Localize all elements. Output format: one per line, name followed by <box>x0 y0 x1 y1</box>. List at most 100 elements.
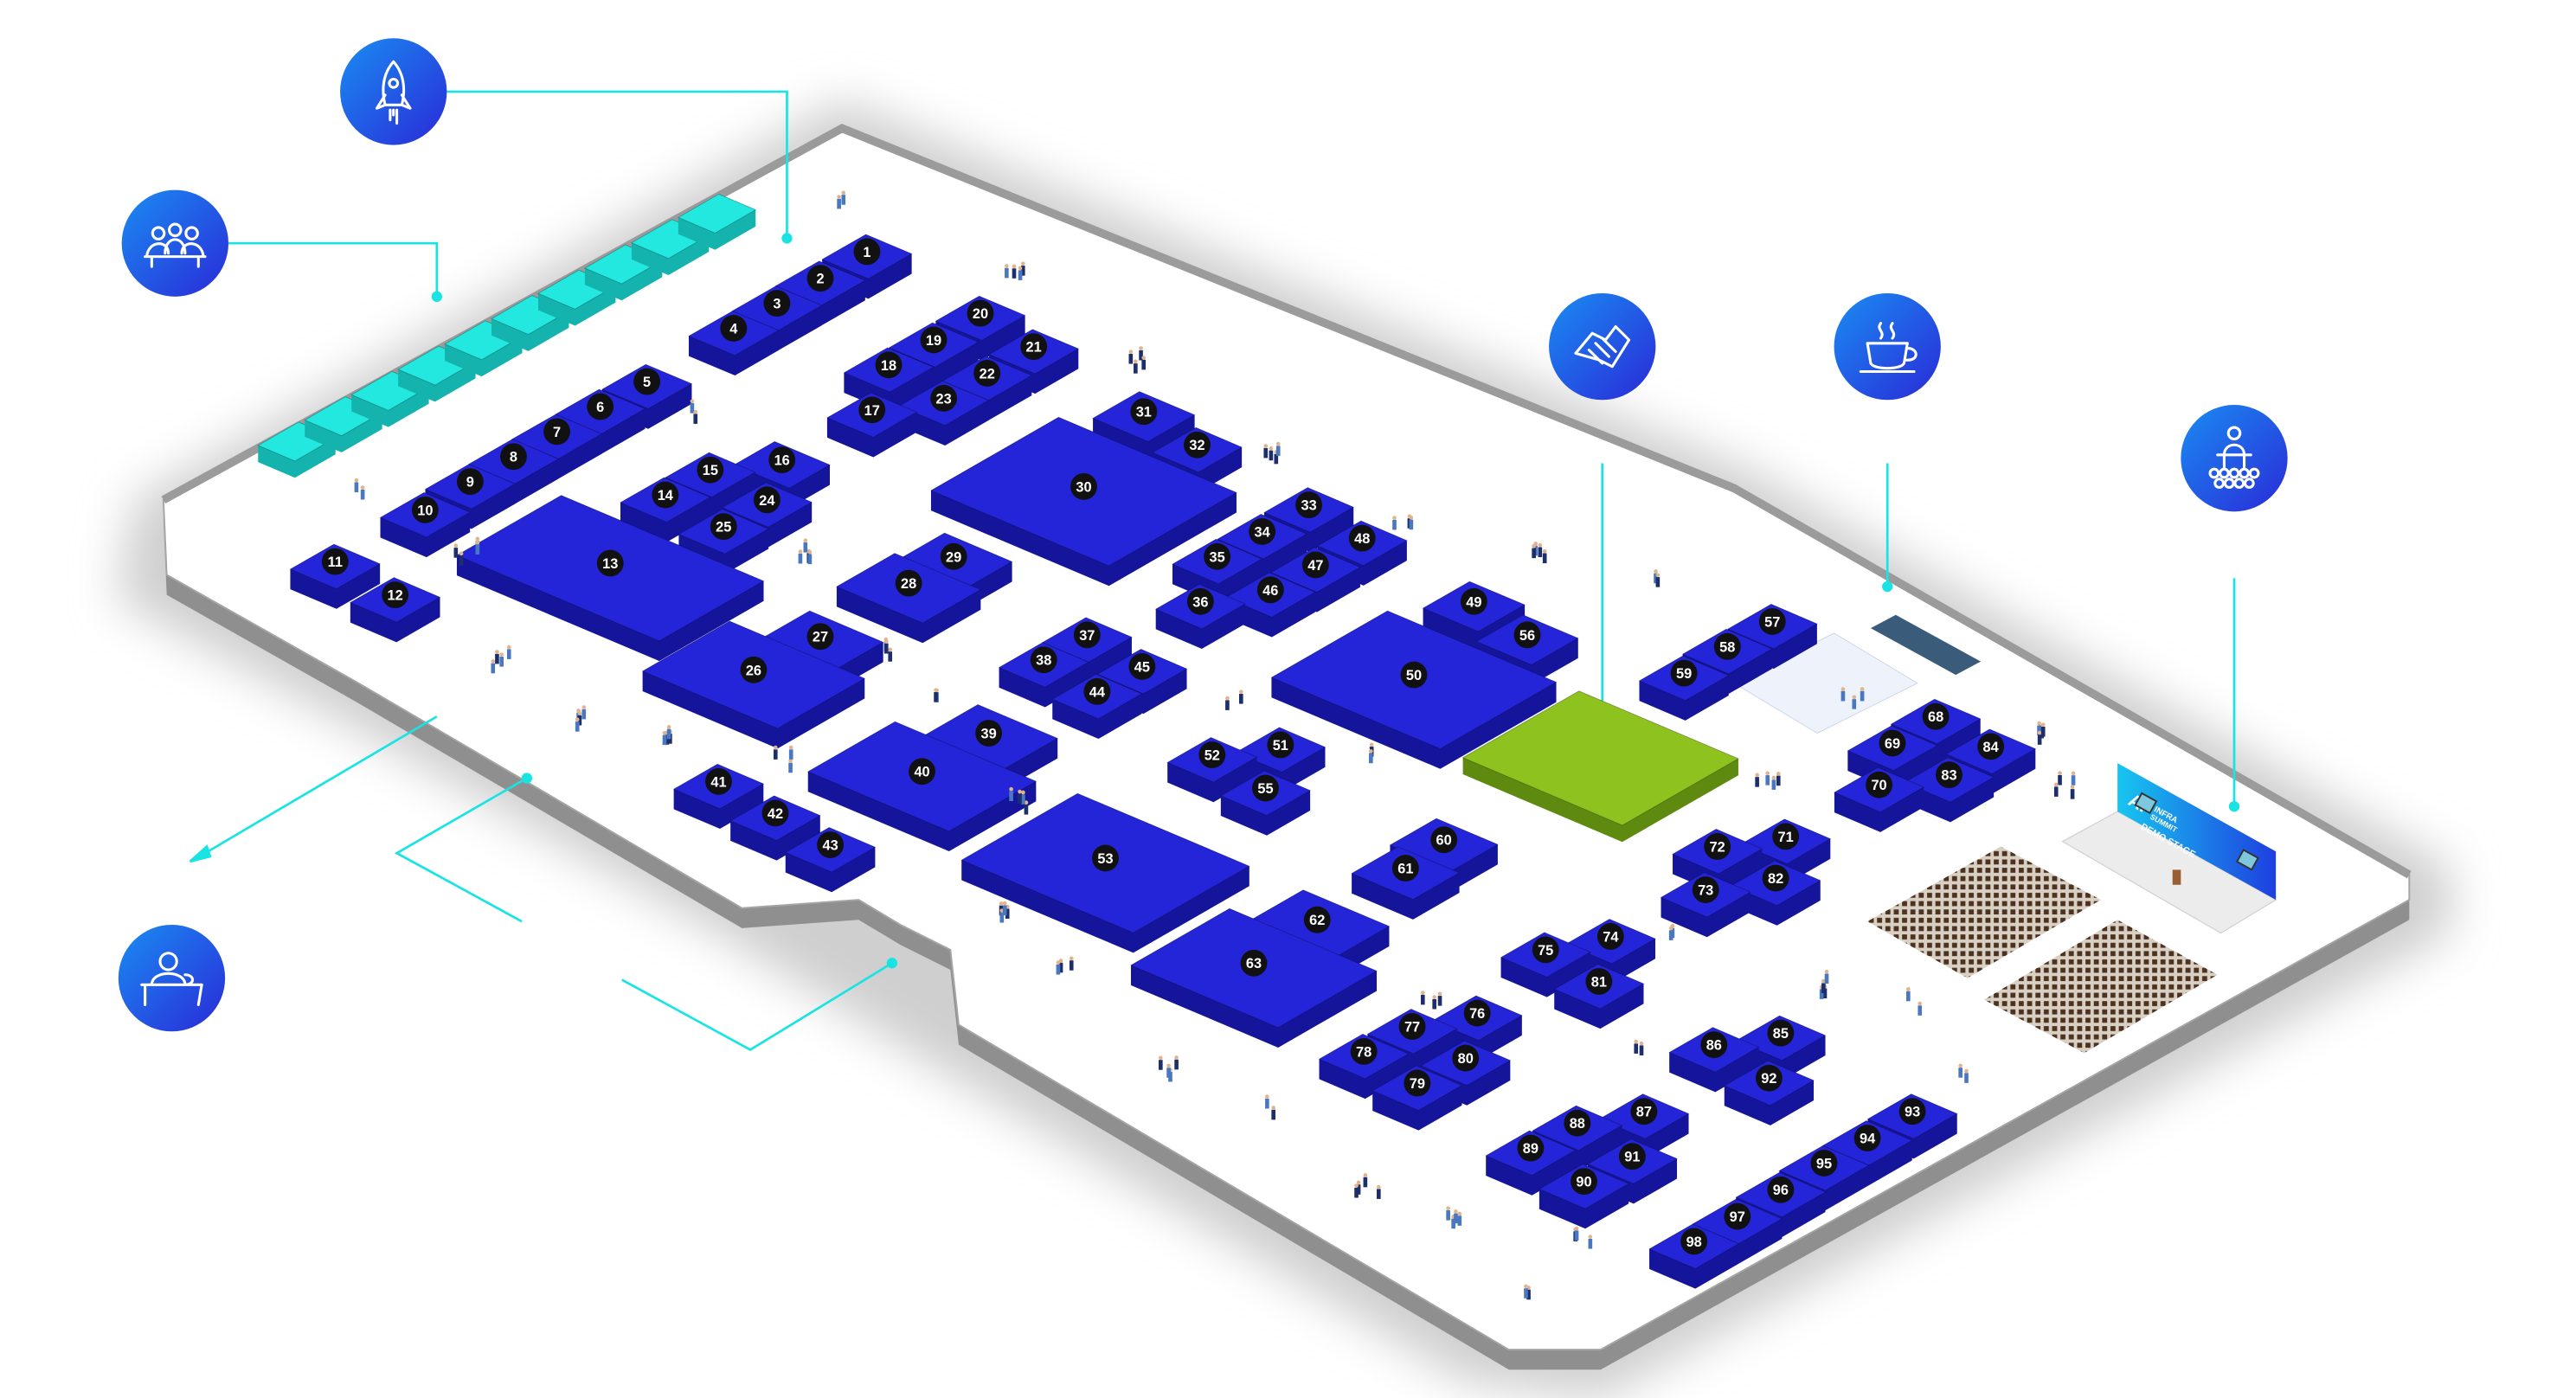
booth-12[interactable]: 12 <box>349 577 441 643</box>
handshake-marker[interactable] <box>1549 292 1656 401</box>
coffee-cup-marker[interactable] <box>1834 292 1941 401</box>
booth-63[interactable]: 63 <box>1129 907 1378 1048</box>
booth-number-badge <box>1128 653 1156 680</box>
booth-73[interactable]: 73 <box>1660 871 1751 938</box>
booth-5[interactable]: 5 <box>601 363 693 429</box>
booth-13[interactable]: 13 <box>455 495 765 662</box>
booth-number-badge <box>1532 936 1559 964</box>
booth-30[interactable]: 30 <box>929 416 1238 587</box>
booth-number: 63 <box>1246 956 1262 972</box>
attendee-figure <box>1409 516 1414 530</box>
booth-72[interactable]: 72 <box>1671 828 1763 895</box>
booth-number: 47 <box>1307 558 1323 574</box>
booth-82[interactable]: 82 <box>1730 860 1821 926</box>
demo-stage[interactable]: AI INFRA SUMMIT DEMO STAGE <box>2061 763 2277 934</box>
booth-89[interactable]: 89 <box>1485 1130 1577 1196</box>
booth-number-badge <box>817 831 844 858</box>
booth-55[interactable]: 55 <box>1219 770 1312 836</box>
booth-52[interactable]: 52 <box>1166 736 1258 803</box>
booth-86[interactable]: 86 <box>1668 1027 1760 1093</box>
attendee-figure <box>1655 573 1661 587</box>
booth-14[interactable]: 14 <box>619 477 711 542</box>
attendee-figure <box>1174 1055 1179 1070</box>
booth-28[interactable]: 28 <box>835 553 982 644</box>
booth-number-badge <box>1755 1064 1783 1092</box>
booth-77[interactable]: 77 <box>1366 1008 1458 1074</box>
booth-44[interactable]: 44 <box>1051 673 1143 740</box>
booth-number-badge <box>806 265 834 292</box>
booth-number-badge <box>1073 621 1101 649</box>
booth-number: 9 <box>466 475 474 491</box>
booth-79[interactable]: 79 <box>1372 1065 1463 1131</box>
booth-46[interactable]: 46 <box>1224 572 1316 638</box>
booth-number-badge <box>1240 949 1268 977</box>
booth-number-badge <box>1936 761 1963 789</box>
booth-41[interactable]: 41 <box>672 763 765 830</box>
booth-59[interactable]: 59 <box>1638 655 1730 721</box>
meeting-people-marker[interactable] <box>121 189 228 297</box>
booth-26[interactable]: 26 <box>641 620 866 749</box>
booth-10[interactable]: 10 <box>379 491 472 558</box>
meeting-room[interactable] <box>677 193 757 250</box>
registration-desk-marker[interactable] <box>118 924 226 1032</box>
booth-36[interactable]: 36 <box>1154 583 1247 650</box>
booth-4[interactable]: 4 <box>687 311 780 375</box>
attendee-figure <box>798 549 803 564</box>
booth-number: 70 <box>1871 778 1886 793</box>
booth-number-badge <box>1430 826 1458 854</box>
booth-98[interactable]: 98 <box>1648 1223 1740 1289</box>
attendee-figure <box>883 639 889 654</box>
booth-83[interactable]: 83 <box>1903 757 1995 823</box>
attendee-figure <box>1069 956 1074 971</box>
booth-number-badge <box>1585 968 1613 995</box>
registration-desk-icon <box>140 952 203 1006</box>
booth-90[interactable]: 90 <box>1538 1164 1630 1229</box>
booth-number: 91 <box>1624 1150 1640 1165</box>
booth-61[interactable]: 61 <box>1351 846 1461 920</box>
speaker-audience-marker[interactable] <box>2181 405 2288 512</box>
booth-92[interactable]: 92 <box>1723 1060 1815 1125</box>
attendee-figure <box>934 688 938 702</box>
booth-75[interactable]: 75 <box>1500 932 1591 997</box>
booth-number-badge <box>1350 1037 1378 1065</box>
attendee-figure <box>1588 1234 1593 1249</box>
feature-area[interactable] <box>1461 690 1740 843</box>
booth-17[interactable]: 17 <box>825 392 918 458</box>
booth-number: 11 <box>328 555 343 570</box>
booth-40[interactable]: 40 <box>806 721 1037 852</box>
booth-number-badge <box>1092 844 1119 872</box>
booth-70[interactable]: 70 <box>1833 766 1925 832</box>
booth-57[interactable]: 57 <box>1726 603 1818 670</box>
attendee-figure <box>1363 1173 1368 1188</box>
booth-number-badge <box>1680 1228 1708 1255</box>
booth-23[interactable]: 23 <box>897 380 990 446</box>
booth-number-badge <box>1130 398 1158 426</box>
booth-number: 46 <box>1262 583 1278 599</box>
audience-seating <box>1867 846 2218 1054</box>
booth-number: 20 <box>973 306 988 322</box>
booth-45[interactable]: 45 <box>1096 648 1188 715</box>
booth-number: 68 <box>1928 709 1943 725</box>
booth-number-badge <box>705 767 732 795</box>
booth-38[interactable]: 38 <box>998 642 1089 708</box>
attendee-figure <box>499 652 504 667</box>
booth-81[interactable]: 81 <box>1553 963 1645 1029</box>
booth-number-badge <box>858 396 886 424</box>
booth-number: 19 <box>926 333 941 349</box>
booth-number: 81 <box>1591 974 1607 990</box>
booth-number: 22 <box>980 366 995 382</box>
rocket-marker[interactable] <box>340 38 447 145</box>
booth-53[interactable]: 53 <box>960 792 1250 953</box>
booth-42[interactable]: 42 <box>729 795 821 861</box>
handshake-icon <box>1574 324 1631 369</box>
booth-number-badge <box>1301 551 1329 579</box>
booth-50[interactable]: 50 <box>1270 610 1558 769</box>
booth-11[interactable]: 11 <box>289 543 382 609</box>
booth-number-badge <box>1618 1143 1646 1170</box>
attendee-figure <box>1840 687 1846 702</box>
booth-78[interactable]: 78 <box>1318 1033 1410 1100</box>
attendee-figure <box>693 409 698 424</box>
attendee-figure <box>1538 542 1543 558</box>
booth-43[interactable]: 43 <box>784 826 877 893</box>
